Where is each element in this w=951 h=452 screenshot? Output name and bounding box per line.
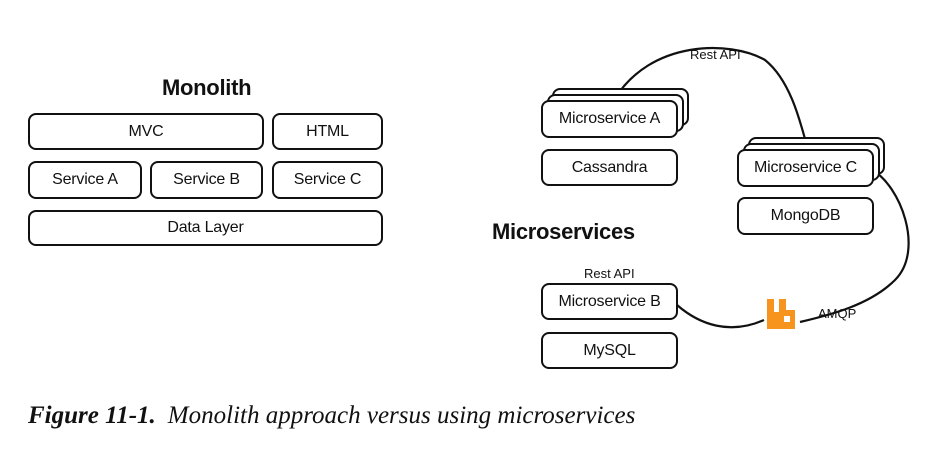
html-box: HTML: [272, 113, 383, 150]
monolith-title: Monolith: [162, 75, 252, 100]
cassandra-box: Cassandra: [541, 149, 678, 186]
microservice-a-box: Microservice A: [541, 100, 678, 138]
mongodb-box: MongoDB: [737, 197, 874, 235]
rest-api-label-top: Rest API: [690, 47, 741, 62]
service-c-box: Service C: [272, 161, 383, 199]
figure-caption: Figure 11-1. Monolith approach versus usi…: [28, 402, 635, 430]
amqp-connector-c: [799, 169, 910, 324]
caption-text: Monolith approach versus using microserv…: [167, 402, 636, 429]
rest-api-label-b: Rest API: [584, 266, 635, 281]
rabbitmq-icon: [764, 297, 798, 331]
mysql-box: MySQL: [541, 332, 678, 369]
data-layer-box: Data Layer: [28, 210, 383, 246]
microservice-c-box: Microservice C: [737, 149, 874, 187]
amqp-connector-b: [676, 304, 765, 329]
mvc-box: MVC: [28, 113, 264, 150]
figure-number: Figure 11-1.: [28, 402, 156, 429]
microservices-title: Microservices: [492, 219, 635, 244]
amqp-label: AMQP: [818, 306, 857, 321]
service-a-box: Service A: [28, 161, 142, 199]
service-b-box: Service B: [150, 161, 263, 199]
rest-api-connector: [613, 46, 810, 151]
microservice-b-box: Microservice B: [541, 283, 678, 320]
